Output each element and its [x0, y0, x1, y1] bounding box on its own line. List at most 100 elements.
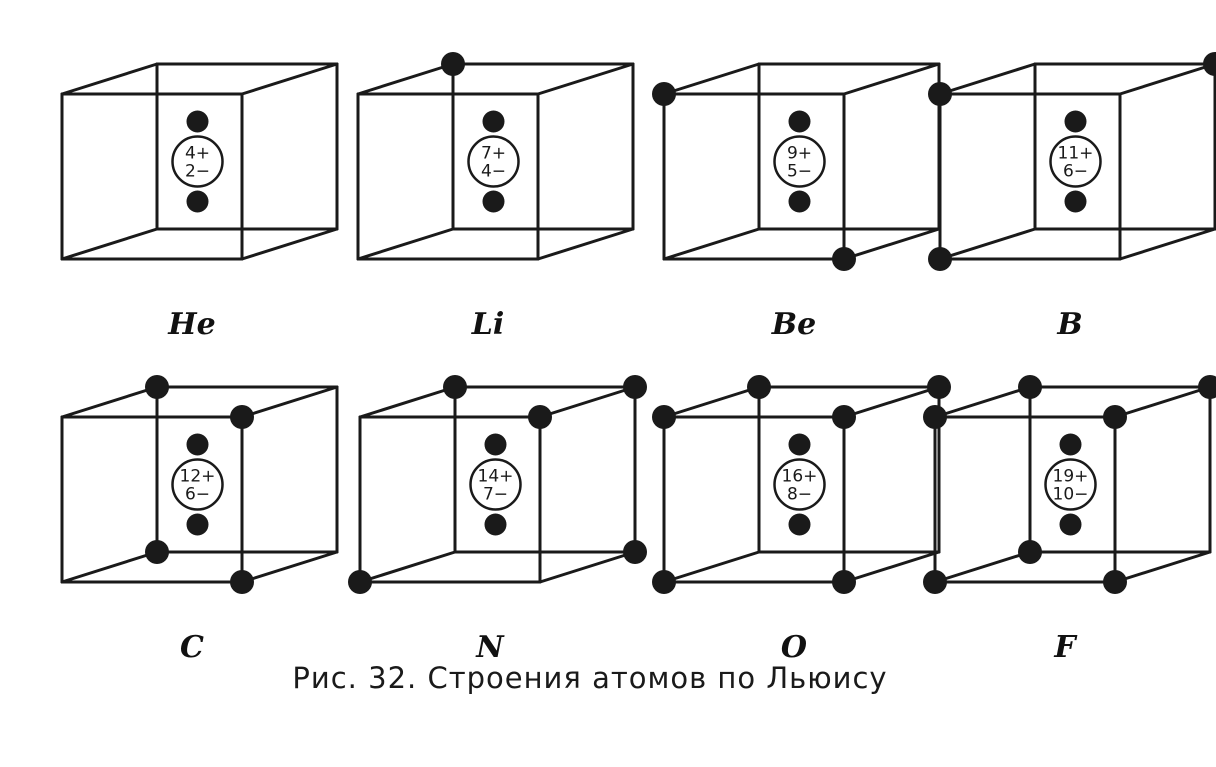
nucleus-ring: [773, 458, 826, 511]
element-symbol: F: [1053, 630, 1078, 665]
valence-electron: [652, 570, 676, 594]
inner-electron: [484, 513, 507, 536]
nucleus-charge: 14+: [478, 467, 514, 487]
cube-edge: [662, 62, 761, 96]
atom-cube-he: 4+2−He: [60, 62, 339, 342]
valence-electron: [145, 375, 169, 399]
inner-electron: [186, 513, 209, 536]
element-symbol: N: [475, 630, 505, 665]
cube-edge: [536, 62, 635, 96]
cube-edge: [662, 227, 761, 261]
inner-electron: [1059, 513, 1082, 536]
cube-edge: [1113, 550, 1212, 584]
valence-electron: [1018, 375, 1042, 399]
cube-edge: [842, 550, 941, 584]
cube-edge: [538, 550, 637, 584]
element-symbol: C: [180, 630, 204, 665]
element-symbol: O: [781, 630, 807, 665]
nucleus-charge: 19+: [1053, 467, 1089, 487]
nucleus-charge: 7+: [481, 144, 506, 164]
valence-electron: [1103, 405, 1127, 429]
cube-edge: [842, 385, 941, 419]
cube-edge: [240, 550, 339, 584]
valence-electron: [652, 405, 676, 429]
valence-electron: [928, 82, 952, 106]
valence-electron: [348, 570, 372, 594]
nucleus-electrons: 5−: [787, 162, 812, 182]
valence-electron: [441, 52, 465, 76]
cube-edge: [933, 385, 1032, 419]
cube-edge: [538, 385, 637, 419]
valence-electron: [832, 405, 856, 429]
inner-electron: [788, 433, 811, 456]
atom-cube-n: 14+7− N: [348, 375, 647, 665]
cube-edge: [842, 227, 941, 261]
nucleus-electrons: 6−: [1063, 162, 1088, 182]
valence-electron: [928, 247, 952, 271]
element-symbol: B: [1056, 307, 1082, 342]
valence-electron: [923, 405, 947, 429]
inner-electron: [1064, 110, 1087, 133]
valence-electron: [230, 405, 254, 429]
element-symbol: Be: [771, 307, 816, 342]
atom-cube-li: 7+4−Li: [356, 52, 635, 342]
nucleus-electrons: 10−: [1053, 485, 1089, 505]
cube-edge: [1113, 385, 1212, 419]
valence-electron: [923, 570, 947, 594]
cube-edge: [938, 227, 1037, 261]
nucleus-charge: 9+: [787, 144, 812, 164]
valence-electron: [652, 82, 676, 106]
cube-edge: [842, 62, 941, 96]
nucleus-electrons: 6−: [185, 485, 210, 505]
cube-edge: [662, 385, 761, 419]
valence-electron: [747, 375, 771, 399]
valence-electron: [832, 570, 856, 594]
valence-electron: [443, 375, 467, 399]
cube-edge: [536, 227, 635, 261]
inner-electron: [186, 190, 209, 213]
element-symbol: He: [167, 307, 215, 342]
cube-edge: [356, 227, 455, 261]
atom-cube-b: 11+6−B: [928, 52, 1216, 342]
nucleus-ring: [467, 135, 520, 188]
cube-edge: [1118, 227, 1216, 261]
valence-electron: [832, 247, 856, 271]
nucleus-ring: [469, 458, 522, 511]
cube-edge: [938, 62, 1037, 96]
inner-electron: [1064, 190, 1087, 213]
cube-edge: [60, 62, 159, 96]
valence-electron: [1018, 540, 1042, 564]
valence-electron: [230, 570, 254, 594]
atom-cube-be: 9+5− Be: [652, 62, 941, 342]
valence-electron: [623, 375, 647, 399]
inner-electron: [484, 433, 507, 456]
nucleus-electrons: 7−: [483, 485, 508, 505]
nucleus-ring: [1044, 458, 1097, 511]
valence-electron: [623, 540, 647, 564]
valence-electron: [927, 375, 951, 399]
cube-edge: [60, 550, 159, 584]
cube-edge: [358, 385, 457, 419]
atom-cube-c: 12+6− C: [60, 375, 339, 665]
nucleus-ring: [171, 135, 224, 188]
cube-edge: [356, 62, 455, 96]
nucleus-electrons: 4−: [481, 162, 506, 182]
cube-edge: [933, 550, 1032, 584]
figure-caption: Рис. 32. Строения атомов по Льюису: [292, 661, 887, 695]
nucleus-charge: 12+: [180, 467, 216, 487]
atom-cube-f: 19+10− F: [923, 375, 1216, 665]
valence-electron: [1198, 375, 1216, 399]
nucleus-electrons: 8−: [787, 485, 812, 505]
inner-electron: [482, 110, 505, 133]
nucleus-electrons: 2−: [185, 162, 210, 182]
inner-electron: [186, 110, 209, 133]
cube-edge: [358, 550, 457, 584]
nucleus-charge: 16+: [782, 467, 818, 487]
valence-electron: [1203, 52, 1216, 76]
inner-electron: [186, 433, 209, 456]
inner-electron: [788, 110, 811, 133]
cube-edge: [662, 550, 761, 584]
nucleus-ring: [773, 135, 826, 188]
cube-edge: [240, 227, 339, 261]
